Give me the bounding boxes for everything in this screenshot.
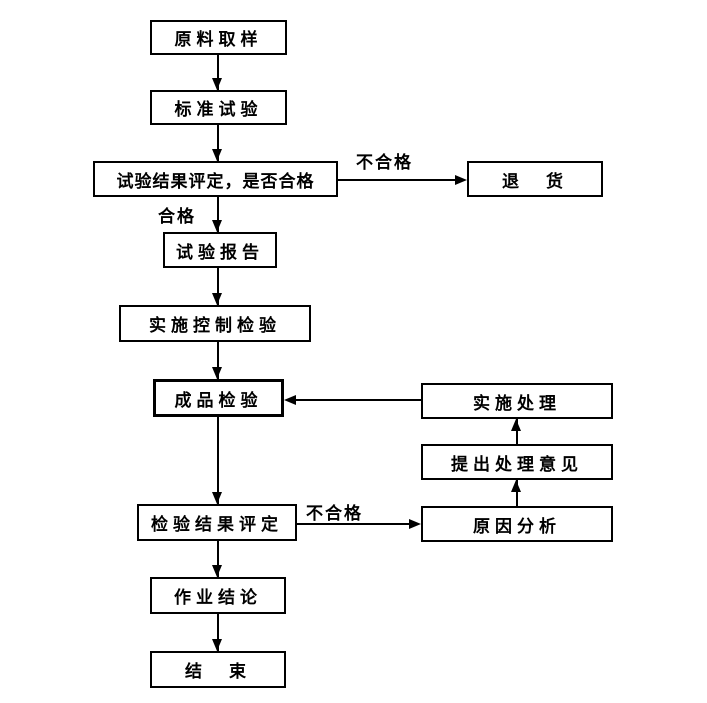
connector-result-to-conclusion xyxy=(217,541,219,578)
connector-sampling-to-test xyxy=(217,54,219,90)
arrowhead-right-icon xyxy=(409,519,421,529)
connector-control-to-product xyxy=(217,342,219,380)
connector-result-to-analysis xyxy=(297,523,410,525)
node-implement-control-inspection: 实施控制检验 xyxy=(119,305,311,342)
arrowhead-down-icon xyxy=(212,220,222,232)
edge-label-fail-bottom: 不合格 xyxy=(306,504,363,524)
node-operation-conclusion: 作业结论 xyxy=(150,577,286,614)
connector-analysis-to-opinion xyxy=(516,480,518,506)
arrowhead-down-icon xyxy=(212,565,222,577)
connector-evaluation-to-report xyxy=(217,197,219,233)
connector-handling-to-product xyxy=(296,399,421,401)
arrowhead-up-icon xyxy=(511,480,521,492)
node-raw-material-sampling: 原料取样 xyxy=(150,20,287,55)
arrowhead-left-icon xyxy=(284,395,296,405)
node-standard-test: 标准试验 xyxy=(150,90,287,125)
arrowhead-down-icon xyxy=(212,78,222,90)
connector-report-to-control xyxy=(217,268,219,306)
arrowhead-down-icon xyxy=(212,367,222,379)
arrowhead-right-icon xyxy=(455,175,467,185)
node-return-goods: 退 货 xyxy=(467,161,603,197)
connector-product-to-result xyxy=(217,417,219,505)
connector-evaluation-to-return xyxy=(338,179,456,181)
node-test-report: 试验报告 xyxy=(163,232,277,268)
node-propose-handling-opinion: 提出处理意见 xyxy=(421,444,613,480)
connector-opinion-to-handling xyxy=(516,419,518,444)
node-implement-handling: 实施处理 xyxy=(421,383,613,419)
connector-test-to-evaluation xyxy=(217,125,219,162)
node-cause-analysis: 原因分析 xyxy=(421,506,613,542)
arrowhead-down-icon xyxy=(212,639,222,651)
node-inspection-result-evaluation: 检验结果评定 xyxy=(137,504,297,541)
node-test-result-evaluation: 试验结果评定，是否合格 xyxy=(93,161,338,197)
arrowhead-down-icon xyxy=(212,492,222,504)
connector-conclusion-to-end xyxy=(217,614,219,652)
node-finished-product-inspection: 成品检验 xyxy=(153,379,284,417)
arrowhead-up-icon xyxy=(511,419,521,431)
node-end: 结 束 xyxy=(150,651,286,688)
edge-label-pass: 合格 xyxy=(158,207,196,227)
edge-label-fail-top: 不合格 xyxy=(356,153,413,173)
arrowhead-down-icon xyxy=(212,149,222,161)
arrowhead-down-icon xyxy=(212,293,222,305)
